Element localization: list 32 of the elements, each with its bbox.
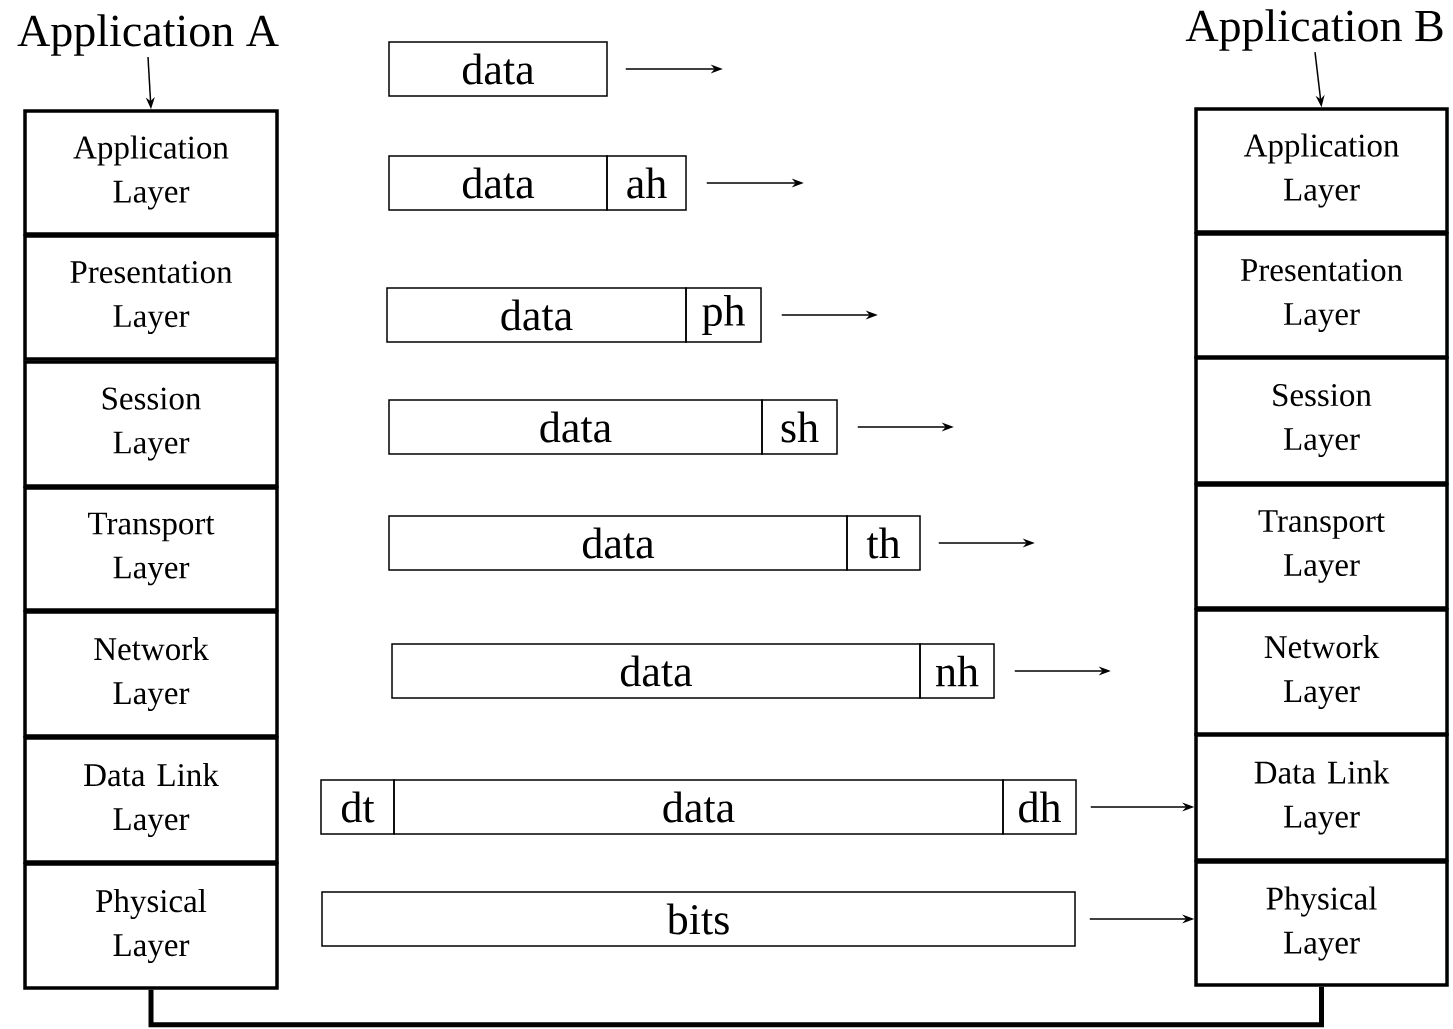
layer-box: Data Link Layer: [23, 736, 279, 864]
packet-field: data: [388, 155, 608, 211]
layer-box: Physical Layer: [1194, 860, 1449, 987]
layer-box: Presentation Layer: [1194, 232, 1449, 359]
packet-field: nh: [919, 643, 995, 699]
packet-field: sh: [761, 399, 838, 455]
layer-box: Application Layer: [1194, 107, 1449, 234]
layer-box: Session Layer: [23, 360, 279, 488]
packet-field: data: [388, 41, 608, 97]
application-label: Application B: [1185, 9, 1443, 51]
packet-field: data: [388, 515, 848, 571]
packet-field: th: [846, 515, 921, 571]
layer-box: Session Layer: [1194, 356, 1449, 485]
layer-box: Presentation Layer: [23, 234, 279, 361]
packet-field: data: [393, 779, 1004, 835]
layer-box: Data Link Layer: [1194, 733, 1449, 862]
packet-field: bits: [321, 891, 1076, 947]
packet-field: ph: [685, 287, 762, 343]
layer-box: Application Layer: [23, 109, 279, 236]
packet-field: ah: [606, 155, 687, 211]
layer-box: Network Layer: [23, 610, 279, 738]
packet-field: data: [388, 399, 763, 455]
packet-field: dt: [320, 779, 395, 835]
layer-box: Network Layer: [1194, 608, 1449, 736]
layer-box: Physical Layer: [23, 862, 279, 990]
packet-field: data: [386, 287, 687, 343]
application-label: Application A: [17, 14, 279, 56]
packet-field: data: [391, 643, 921, 699]
bracket-line: [148, 986, 1324, 1028]
layer-box: Transport Layer: [1194, 483, 1449, 610]
packet-field: dh: [1002, 779, 1077, 835]
layer-box: Transport Layer: [23, 486, 279, 612]
